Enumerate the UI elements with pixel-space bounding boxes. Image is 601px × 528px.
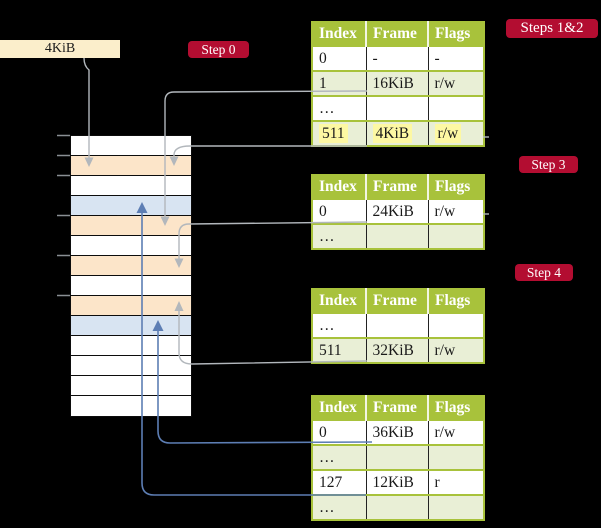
memory-frame-row [71,316,191,336]
table-header-row: Index Frame Flags [312,22,484,46]
column-header-index: Index [312,289,366,313]
memory-frame-row [71,256,191,276]
table-row: 511 32KiB r/w [312,337,484,363]
page-table-step-4: Index Frame Flags … 511 32KiB r/w [311,288,485,364]
memory-frame-row [71,296,191,316]
table-row-ellipsis: … [312,444,484,470]
column-header-flags: Flags [427,22,484,46]
highlighted-cell: 511 [319,123,348,143]
memory-frame-row [71,396,191,416]
memory-frame-row [71,176,191,196]
table-row: 127 12KiB r [312,469,484,495]
table-row: 1 16KiB r/w [312,70,484,96]
table-row: 0 24KiB r/w [312,198,484,224]
column-header-index: Index [312,396,366,420]
table-row: 0 - - [312,45,484,71]
badge-steps-1-2: Steps 1&2 [506,19,598,38]
memory-frame-row [71,156,191,176]
memory-frame-row [71,376,191,396]
table-header-row: Index Frame Flags [312,396,484,420]
memory-frame-row [71,136,191,156]
table-header-row: Index Frame Flags [312,289,484,313]
table-row-ellipsis: … [312,312,484,338]
arrow-entry511-to-4kib-frame [173,145,367,157]
page-table-steps-1-2: Index Frame Flags 0 - - 1 16KiB r/w … 51… [311,21,485,147]
badge-step-4: Step 4 [515,264,573,281]
table-row-ellipsis: … [312,494,484,520]
table-row: 0 36KiB r/w [312,419,484,445]
table-row-ellipsis: … [312,95,484,121]
memory-frame-row [71,336,191,356]
table-header-row: Index Frame Flags [312,175,484,199]
highlighted-cell: 4KiB [372,123,413,143]
memory-frame-row [71,216,191,236]
badge-step-0: Step 0 [188,41,249,58]
badge-step-3: Step 3 [519,156,578,173]
column-header-flags: Flags [427,175,484,199]
memory-frame-row [71,276,191,296]
highlighted-cell: r/w [434,123,462,143]
column-header-index: Index [312,22,366,46]
column-header-index: Index [312,175,366,199]
memory-frame-row [71,196,191,216]
page-table-final-level: Index Frame Flags 0 36KiB r/w … 127 12Ki… [311,395,485,521]
column-header-frame: Frame [365,175,428,199]
page-table-step-3: Index Frame Flags 0 24KiB r/w … [311,174,485,250]
table-row-ellipsis: … [312,223,484,249]
column-header-flags: Flags [427,289,484,313]
physical-memory-column [70,135,192,417]
memory-address-ticks [57,134,70,297]
column-header-flags: Flags [427,396,484,420]
frame-pointer-box: 4KiB [0,40,120,58]
column-header-frame: Frame [365,22,428,46]
table-row-highlighted: 511 4KiB r/w [312,120,484,146]
column-header-frame: Frame [365,396,428,420]
column-header-frame: Frame [365,289,428,313]
memory-frame-row [71,236,191,256]
memory-frame-row [71,356,191,376]
